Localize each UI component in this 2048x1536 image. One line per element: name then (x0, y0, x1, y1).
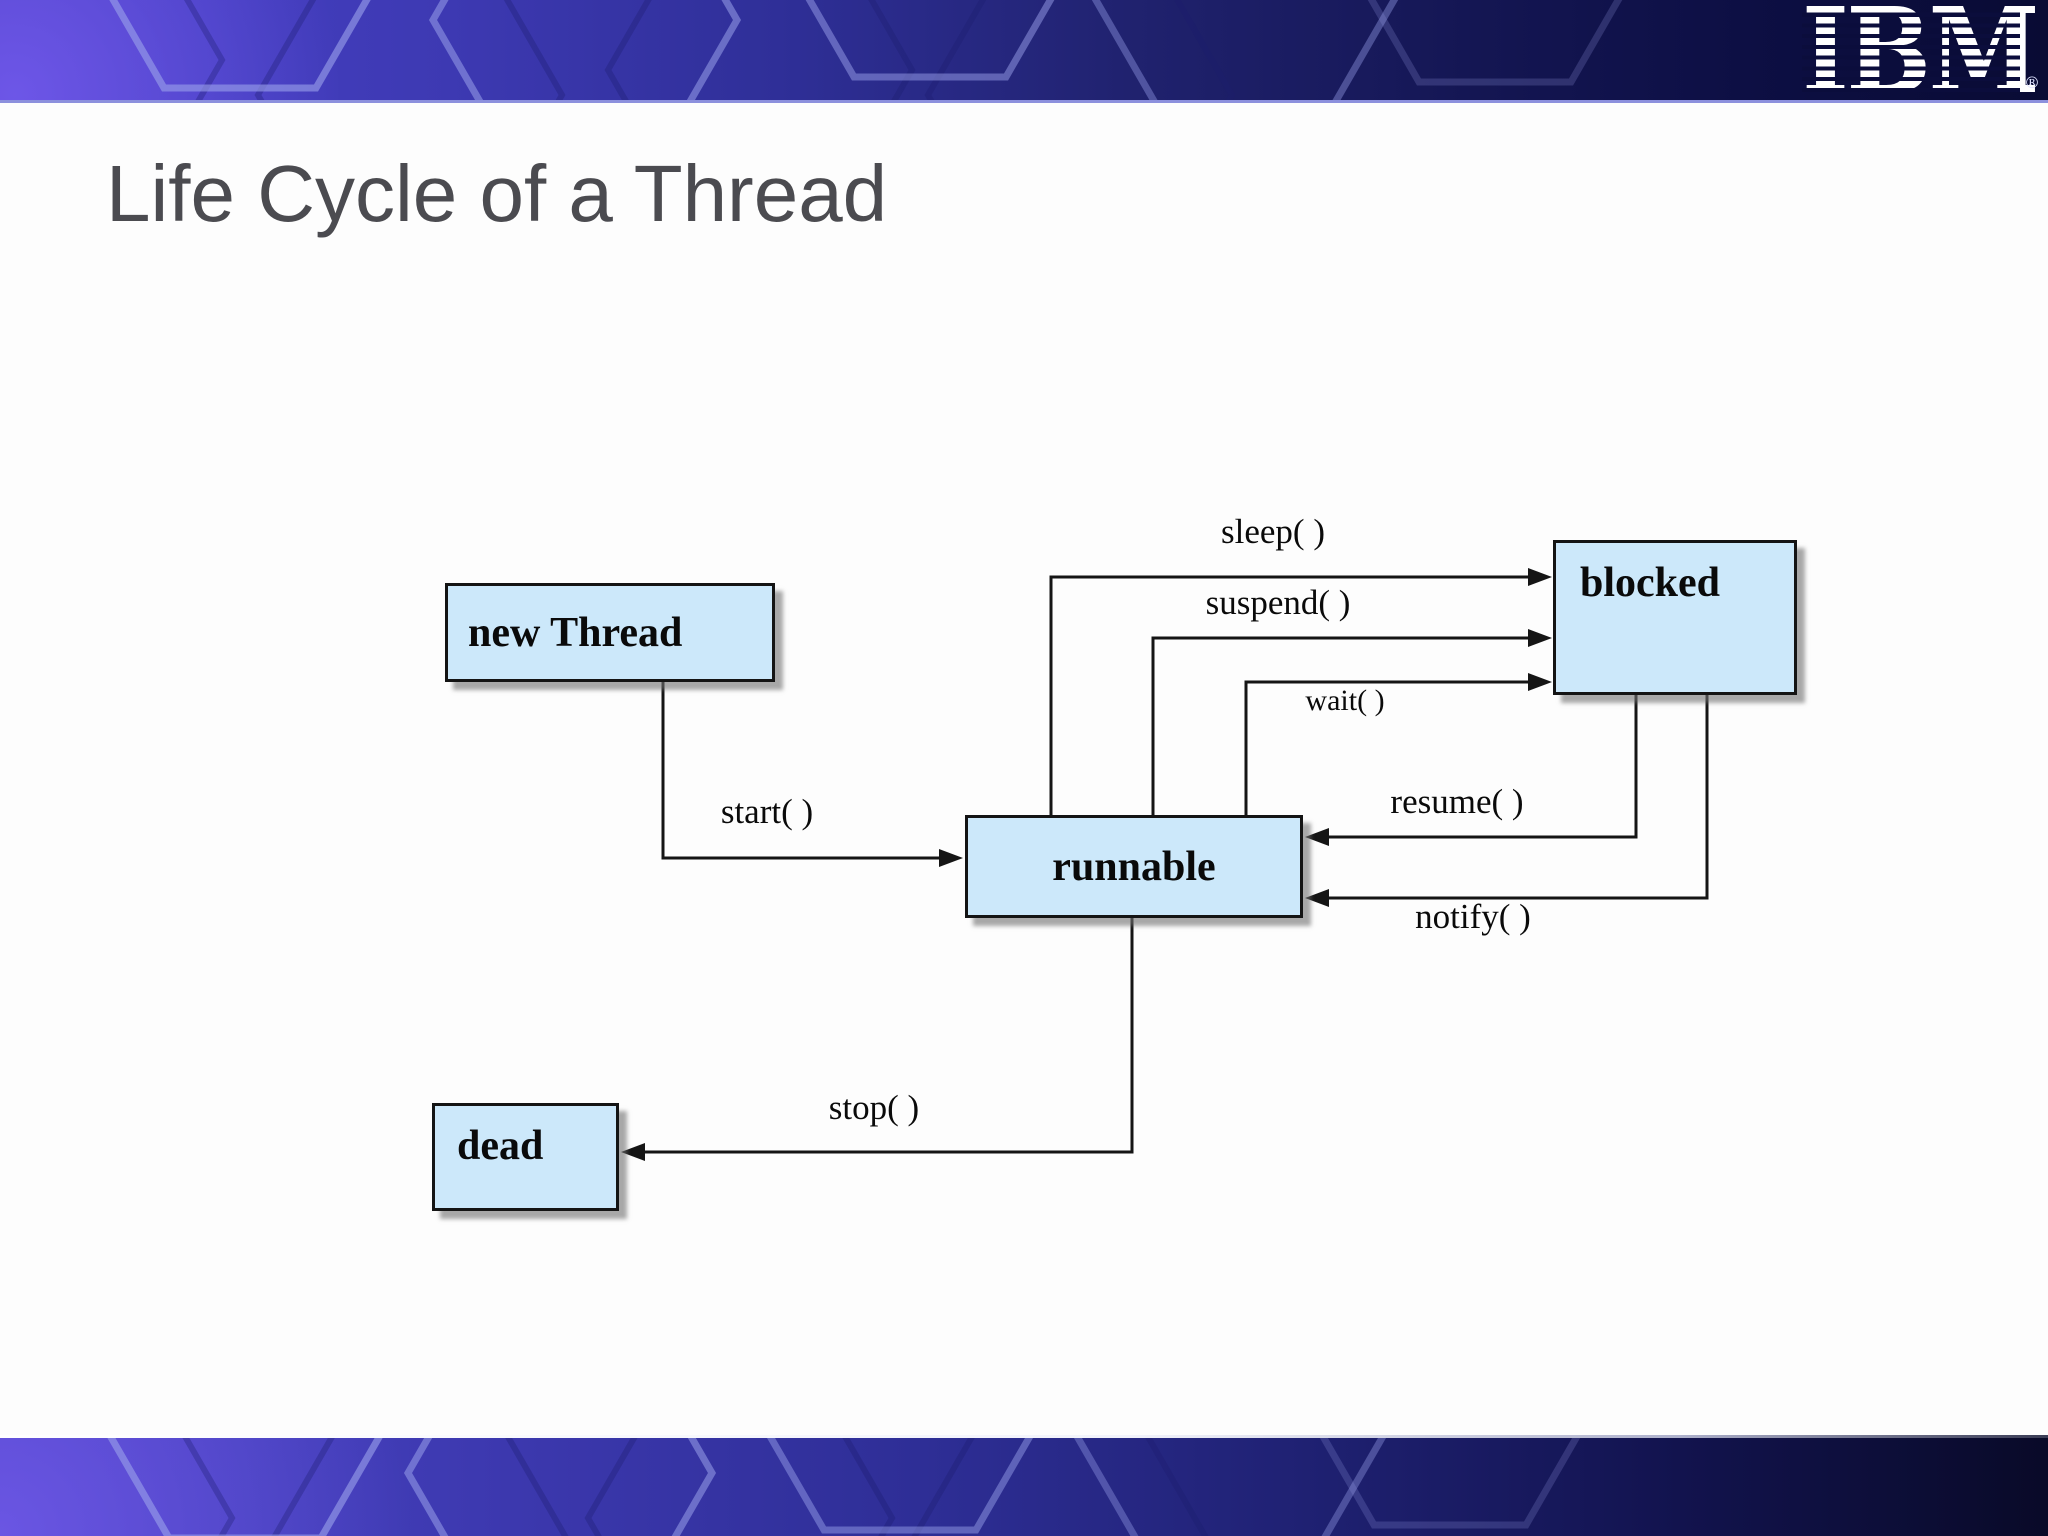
edge-wait-arrow (1244, 673, 1552, 815)
edge-label-start: start( ) (720, 792, 814, 831)
node-new-thread: new Thread (445, 583, 775, 682)
bottom-banner-hexagon-pattern (107, 1438, 1581, 1536)
node-dead: dead (432, 1103, 619, 1211)
edge-label-resume: resume( ) (1390, 782, 1524, 821)
node-dead-label: dead (457, 1123, 544, 1169)
top-banner-hexagon-pattern (109, 0, 1623, 100)
edge-label-sleep: sleep( ) (1221, 512, 1325, 551)
node-blocked-label: blocked (1580, 560, 1721, 606)
edge-label-wait: wait( ) (1305, 684, 1385, 717)
node-runnable-label: runnable (1052, 843, 1216, 890)
page-title: Life Cycle of a Thread (106, 149, 888, 238)
edge-sleep-arrow (1049, 568, 1552, 815)
edge-start-arrow (661, 682, 963, 867)
node-blocked: blocked (1553, 540, 1797, 695)
ibm-logo: IBM ® (1802, 0, 2040, 100)
edge-label-notify: notify( ) (1415, 897, 1531, 936)
bottom-banner-separator (0, 1435, 2048, 1438)
edge-label-stop: stop( ) (828, 1088, 920, 1127)
node-runnable: runnable (965, 815, 1303, 918)
bottom-banner (0, 1438, 2048, 1536)
edge-suspend-arrow (1151, 629, 1552, 815)
edge-label-suspend: suspend( ) (1205, 583, 1351, 622)
edge-resume-arrow (1305, 695, 1638, 846)
top-banner: IBM ® (0, 0, 2048, 103)
registered-trademark-symbol: ® (2024, 73, 2040, 92)
edge-stop-arrow (621, 918, 1134, 1161)
node-new-thread-label: new Thread (468, 609, 683, 656)
edge-notify-arrow (1305, 695, 1709, 907)
ibm-logo-stripes (1802, 6, 2020, 92)
